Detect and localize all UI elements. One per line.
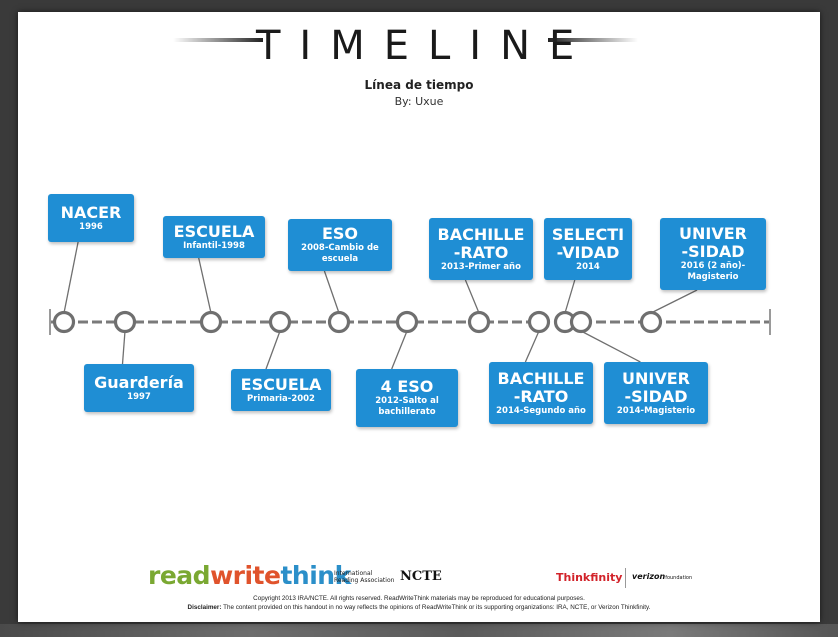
event-detail-4-eso: 2012-Salto al bachillerato: [375, 396, 439, 417]
event-title-4-eso: 4 ESO: [380, 377, 434, 396]
event-title-nacer: NACER: [60, 202, 122, 222]
event-detail-bachillerato-2: 2014-Segundo año: [496, 405, 586, 416]
event-detail-escuela-infantil: Infantil-1998: [183, 240, 245, 251]
event-detail-universidad-1: 2014-Magisterio: [616, 405, 696, 416]
event-title-guarderia: Guardería: [94, 372, 184, 392]
page-subtitle: Línea de tiempo: [364, 78, 474, 92]
thinkfinity-logo[interactable]: Thinkfinity: [556, 571, 623, 584]
connector-escuela-primaria: [265, 330, 281, 370]
connector-escuela-infantil: [198, 257, 212, 314]
node-escuela-infantil[interactable]: [199, 310, 223, 334]
connector-universidad-2: [650, 289, 698, 314]
connector-eso: [323, 270, 340, 314]
logo-think: think: [280, 561, 351, 590]
connector-nacer: [63, 241, 79, 314]
node-bachillerato-1[interactable]: [467, 310, 491, 334]
copyright-text: Copyright 2013 IRA/NCTE. All rights rese…: [253, 595, 585, 602]
node-bachillerato-2[interactable]: [527, 310, 551, 334]
page-author: By: Uxue: [394, 95, 444, 108]
connector-selectividad: [564, 279, 576, 314]
connector-guarderia: [121, 330, 126, 365]
event-detail-escuela-primaria: Primaria-2002: [247, 393, 315, 404]
node-universidad-1[interactable]: [569, 310, 593, 334]
event-title-escuela-primaria: ESCUELA: [240, 374, 322, 394]
node-eso[interactable]: [327, 310, 351, 334]
event-title-universidad-1: UNIVER-SIDAD: [622, 368, 690, 406]
connector-bachillerato-2: [524, 330, 540, 363]
connector-universidad-1: [580, 330, 641, 363]
verizon-wordmark: verizon: [632, 572, 666, 581]
event-title-escuela-infantil: ESCUELA: [173, 221, 255, 241]
event-detail-selectividad: 2014: [576, 261, 600, 272]
disclaimer-body: The content provided on this handout in …: [221, 604, 651, 611]
ira-line-2: Reading Association: [334, 577, 395, 584]
page-title: TIMELINE: [256, 23, 594, 69]
event-detail-nacer: 1996: [79, 221, 103, 232]
node-escuela-primaria[interactable]: [268, 310, 292, 334]
node-4-eso[interactable]: [395, 310, 419, 334]
event-title-universidad-2: UNIVER-SIDAD: [679, 224, 747, 261]
disclaimer-text: Disclaimer: The content provided on this…: [18, 604, 820, 611]
node-nacer[interactable]: [52, 310, 76, 334]
verizon-suffix: foundation: [665, 575, 693, 581]
node-guarderia[interactable]: [113, 310, 137, 334]
logo-read: read: [148, 561, 211, 590]
event-detail-bachillerato-1: 2013-Primer año: [441, 261, 521, 272]
event-detail-universidad-2: 2016 (2 año)-Magisterio: [680, 261, 746, 282]
event-title-selectividad: SELECTI-VIDAD: [551, 224, 625, 262]
ncte-logo[interactable]: NCTE: [400, 569, 442, 584]
ira-logo[interactable]: International Reading Association: [334, 570, 394, 584]
event-detail-eso: 2008-Cambio de escuela: [301, 243, 379, 264]
disclaimer-label: Disclaimer:: [187, 604, 222, 611]
timeline-diagram: [49, 241, 771, 370]
event-detail-guarderia: 1997: [127, 391, 151, 402]
logo-divider: [625, 568, 626, 588]
event-title-bachillerato-2: BACHILLE-RATO: [497, 368, 585, 406]
title-left-rule: [173, 38, 263, 42]
connector-bachillerato-1: [464, 279, 480, 314]
logo-write: write: [210, 561, 281, 590]
verizon-foundation-logo[interactable]: verizonfoundation: [632, 572, 692, 581]
ira-line-1: International: [334, 570, 373, 577]
event-title-bachillerato-1: BACHILLE-RATO: [437, 224, 525, 262]
readwritethink-logo[interactable]: readwritethink: [148, 562, 351, 590]
title-right-rule: [548, 38, 638, 42]
event-title-eso: ESO: [321, 224, 359, 243]
desktop-strip: [0, 624, 838, 637]
footer-logos: readwritethink International Reading Ass…: [18, 562, 820, 592]
node-universidad-2[interactable]: [639, 310, 663, 334]
connector-4-eso: [391, 330, 408, 370]
